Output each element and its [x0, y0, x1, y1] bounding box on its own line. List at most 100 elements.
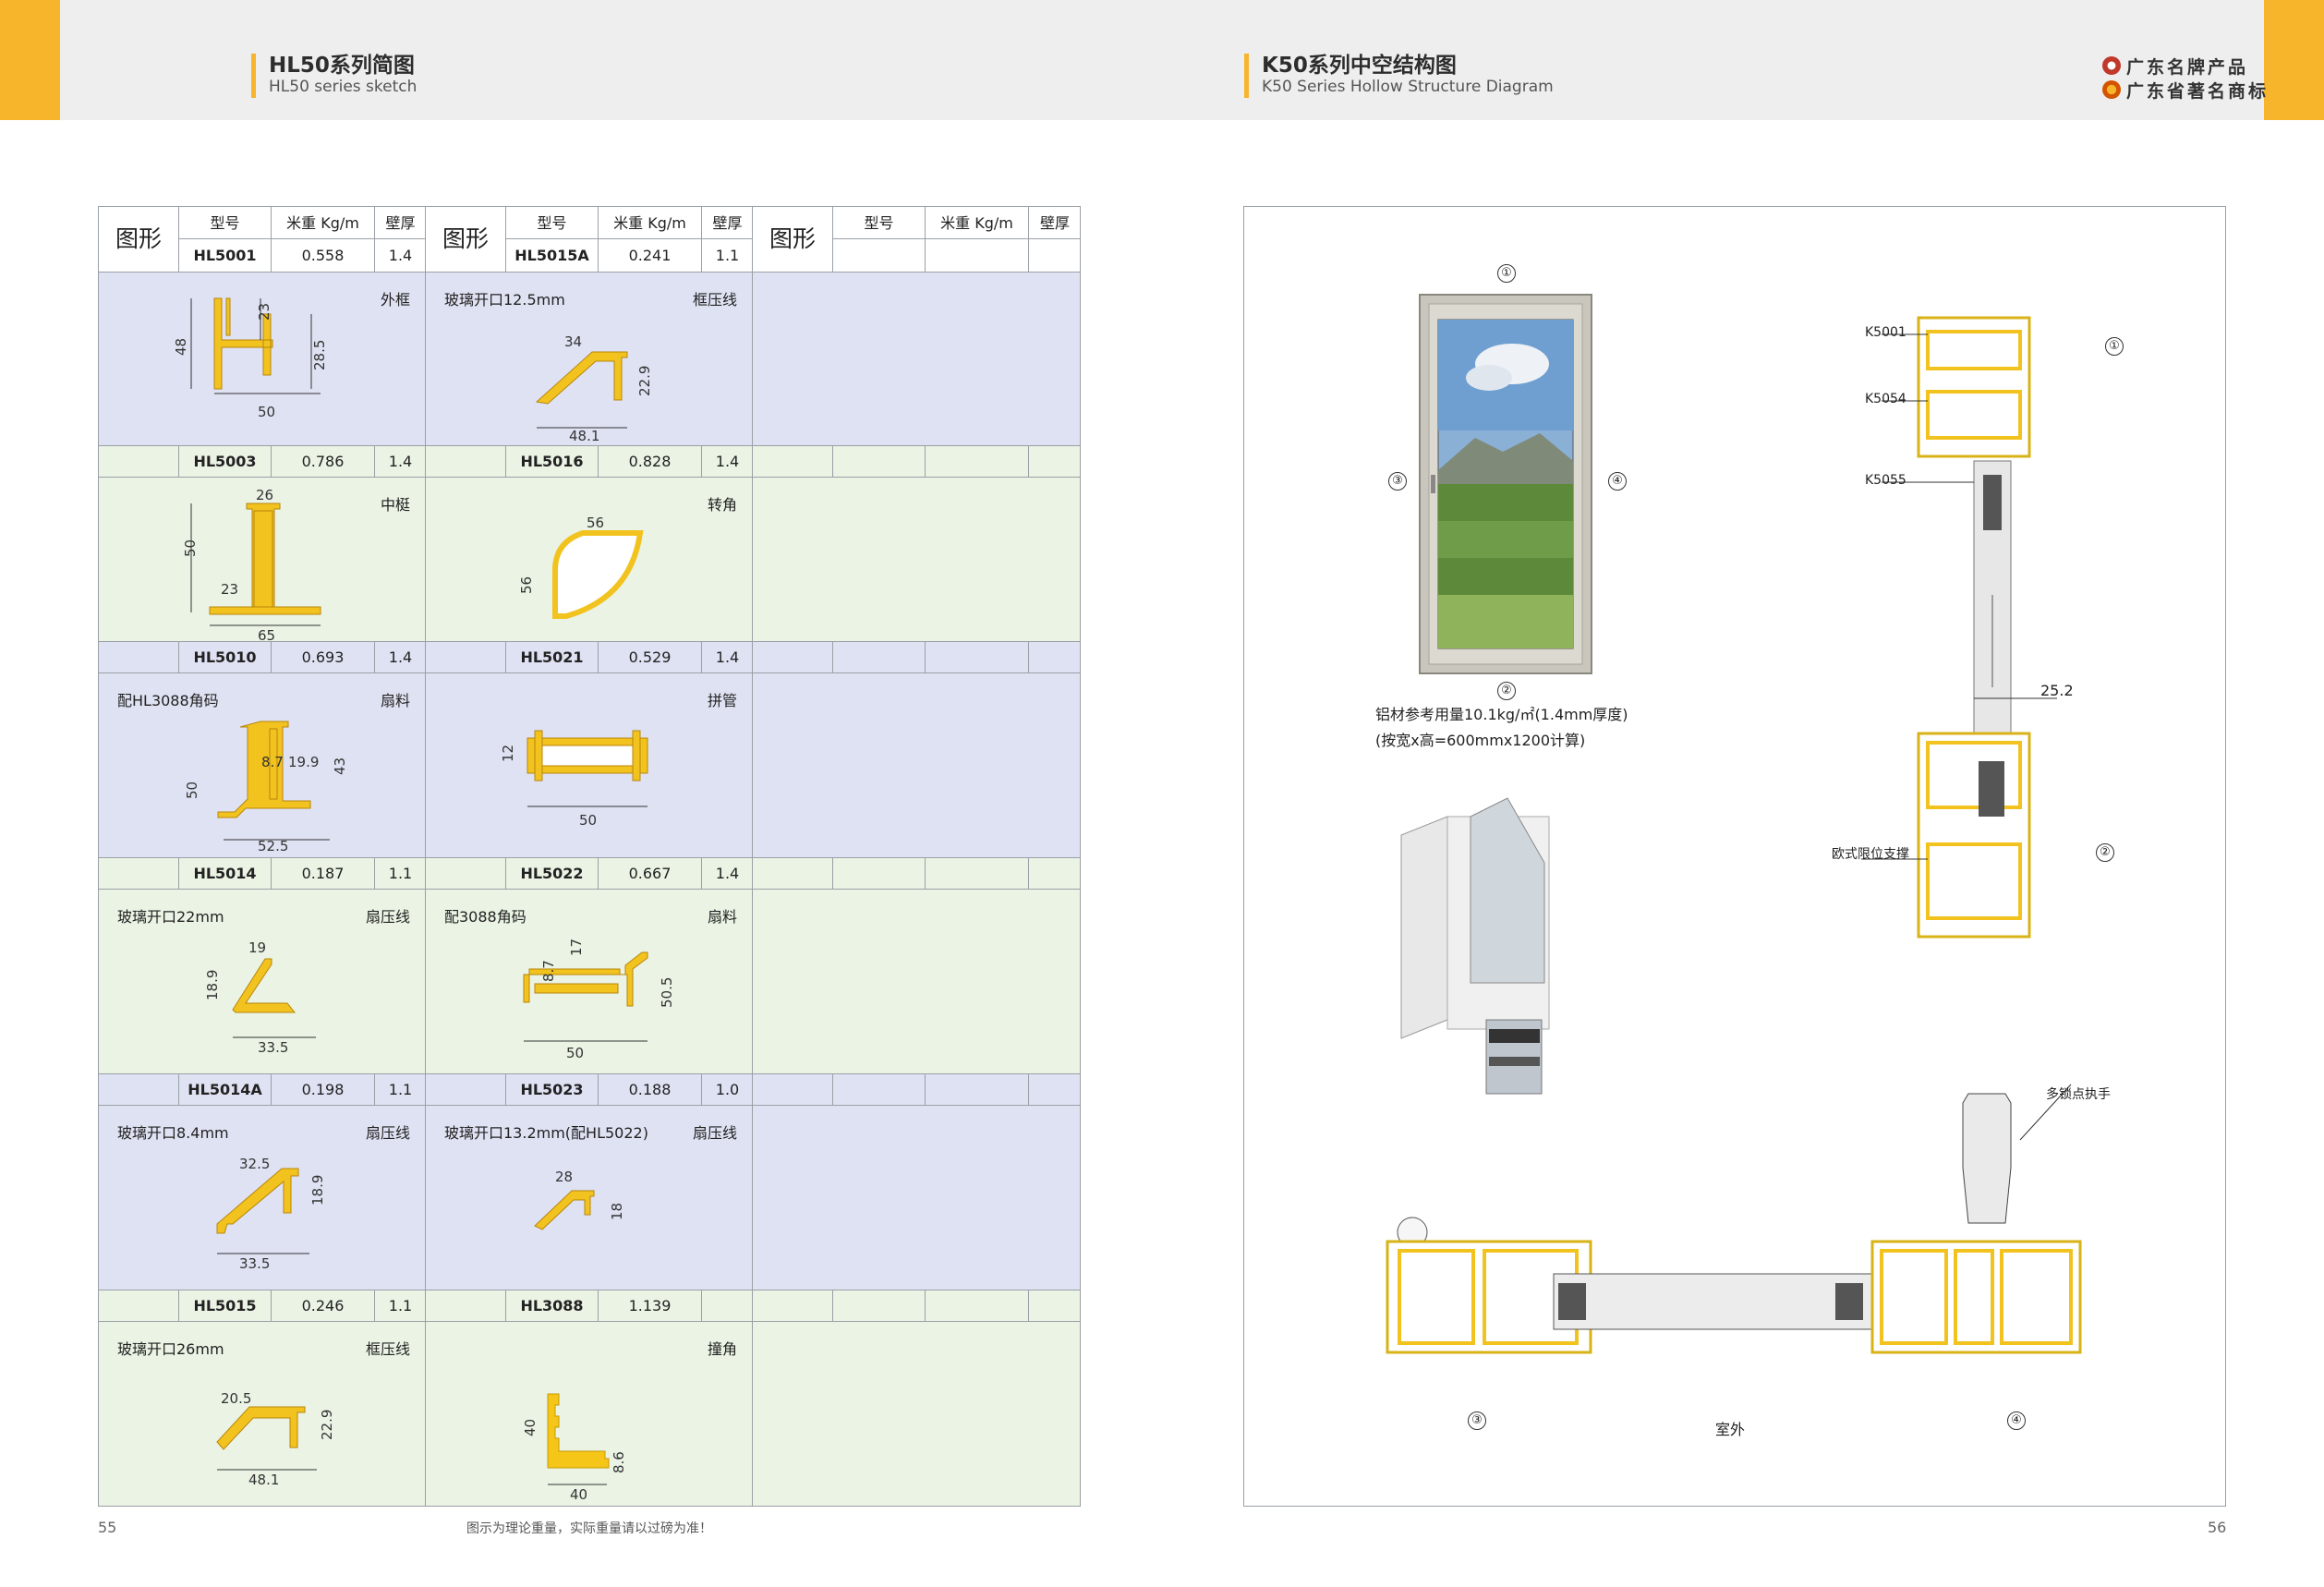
table-row: [752, 642, 1081, 673]
left-subtitle: HL50 series sketch: [269, 78, 418, 96]
shape-header: 图形: [115, 225, 162, 252]
marker-4: ④: [1608, 472, 1627, 491]
hl3088-drawing: 40 8.6 40: [522, 1393, 627, 1503]
table-row: [752, 446, 1081, 478]
left-title: HL50系列简图: [269, 54, 415, 78]
dim-label: 28.5: [311, 340, 328, 370]
profile-note: 玻璃开口12.5mm: [444, 291, 565, 309]
model-cell: HL5014A: [178, 1074, 271, 1106]
profile-note: 玻璃开口13.2mm(配HL5022): [444, 1124, 648, 1142]
weight-cell: 0.786: [271, 446, 374, 478]
dim-label: 20.5: [221, 1390, 251, 1407]
dim-label: 52.5: [258, 838, 288, 854]
right-subtitle: K50 Series Hollow Structure Diagram: [1262, 78, 1554, 96]
profile-type-label: 转角: [707, 496, 737, 514]
profile-cell-hl5022: 配3088角码 扇料 17 8.7 50.5 50: [425, 890, 752, 1074]
dim-label: 50: [182, 539, 199, 557]
empty-cell: [752, 1322, 1081, 1507]
model-cell: HL5015A: [505, 239, 598, 272]
weight-cell: 0.558: [271, 239, 374, 272]
table-row: HL3088 1.139: [425, 1290, 752, 1322]
table-row: HL5023 0.188 1.0: [425, 1074, 752, 1106]
weight-cell: 0.693: [271, 642, 374, 673]
dim-label: 65: [258, 627, 275, 642]
empty-cell: [752, 273, 1081, 446]
page-number-right: 56: [2208, 1519, 2227, 1536]
model-cell: HL5003: [178, 446, 271, 478]
empty-cell: [752, 1106, 1081, 1290]
table-row: HL5022 0.667 1.4: [425, 858, 752, 890]
dim-label: 19.9: [288, 754, 319, 770]
model-cell: HL5015: [178, 1290, 271, 1322]
thickness-cell: [1028, 239, 1081, 272]
model-header: 型号: [505, 207, 598, 239]
weight-cell: 0.246: [271, 1290, 374, 1322]
marker-1: ①: [2105, 337, 2124, 356]
dim-label: 32.5: [239, 1156, 270, 1172]
profile-cell-hl3088: 撞角 40 8.6 40: [425, 1322, 752, 1507]
dim-label: 22.9: [319, 1410, 335, 1440]
dim-label: 23: [256, 303, 272, 321]
dim-label: 17: [568, 939, 585, 956]
dim-label: 50: [579, 812, 597, 829]
right-title: K50系列中空结构图: [1262, 54, 1457, 78]
profile-label-k5055: K5055: [1865, 473, 1906, 488]
weight-cell: 0.241: [598, 239, 701, 272]
profile-type-label: 中梃: [380, 496, 410, 514]
thickness-cell: 1.4: [701, 858, 753, 890]
model-cell: HL5023: [505, 1074, 598, 1106]
weight-header: 米重 Kg/m: [925, 207, 1028, 239]
multipoint-handle-label: 多锁点执手: [2046, 1087, 2111, 1102]
table-row: HL5010 0.693 1.4: [98, 642, 425, 673]
structure-diagram-panel: ① ② ③ ④ ① ② ③ ④ 铝材参考用量10.1kg/㎡(1.4mm厚度) …: [1243, 206, 2226, 1507]
profile-type-label: 撞角: [707, 1340, 737, 1358]
profile-cell-hl5014a: 玻璃开口8.4mm 扇压线 32.5 18.9 33.5: [98, 1106, 425, 1290]
dim-label: 56: [587, 515, 604, 531]
marker-3: ③: [1388, 472, 1407, 491]
dim-label: 50: [184, 781, 200, 799]
left-header: HL50系列简图 HL50 series sketch: [251, 54, 417, 98]
thickness-cell: 1.4: [374, 642, 426, 673]
thickness-cell: 1.4: [701, 446, 753, 478]
profile-type-label: 扇压线: [365, 908, 410, 926]
dim-label: 18.9: [204, 970, 221, 1000]
model-cell: HL5001: [178, 239, 271, 272]
thickness-cell: 1.1: [374, 1074, 426, 1106]
header-band: [0, 0, 2324, 120]
column-header: 图形 型号 米重 Kg/m 壁厚 HL5015A 0.241 1.1: [425, 206, 753, 273]
marker-3: ③: [1468, 1411, 1486, 1430]
trademark-badge-icon: [2101, 80, 2121, 99]
profile-cell-hl5023: 玻璃开口13.2mm(配HL5022) 扇压线 28 18: [425, 1106, 752, 1290]
hl5022-drawing: 17 8.7 50.5 50: [523, 939, 675, 1061]
thickness-cell: 1.1: [374, 1290, 426, 1322]
dim-label: 26: [256, 487, 273, 503]
model-cell: HL5022: [505, 858, 598, 890]
table-column-3: 图形 型号 米重 Kg/m 壁厚: [752, 206, 1081, 1507]
hl5003-drawing: 26 50 23 65: [182, 487, 321, 644]
page-number-left: 55: [98, 1519, 117, 1536]
dim-label: 40: [570, 1486, 587, 1503]
dim-label: 50: [258, 404, 275, 420]
cross-section-drawing: [1400, 797, 1550, 1095]
hl5021-drawing: 12 50: [500, 730, 648, 829]
hl5016-drawing: 56 56: [518, 515, 644, 619]
profile-cell-hl5021: 拼管 12 50: [425, 673, 752, 858]
model-header: 型号: [178, 207, 271, 239]
model-cell: [832, 239, 925, 272]
thickness-cell: 1.0: [701, 1074, 753, 1106]
table-column-2: 图形 型号 米重 Kg/m 壁厚 HL5015A 0.241 1.1 玻璃开口1…: [425, 206, 753, 1507]
thickness-cell: [701, 1290, 753, 1322]
dim-label: 18.9: [309, 1175, 326, 1205]
table-column-1: 图形 型号 米重 Kg/m 壁厚 HL5001 0.558 1.4 外框 48 …: [98, 206, 426, 1507]
profile-cell-hl5015a: 玻璃开口12.5mm 框压线 34 22.9 48.1: [425, 273, 752, 446]
table-row: HL5014A 0.198 1.1: [98, 1074, 425, 1106]
right-accent-tab: [2264, 0, 2324, 120]
dim-label: 50: [566, 1045, 584, 1061]
profile-cell-hl5015: 玻璃开口26mm 框压线 20.5 22.9 48.1: [98, 1322, 425, 1507]
model-cell: HL5016: [505, 446, 598, 478]
usage-calc: (按宽x高=600mmx1200计算): [1375, 732, 1586, 749]
profile-note: 配3088角码: [444, 908, 527, 926]
empty-cell: [752, 673, 1081, 858]
profile-type-label: 扇料: [380, 692, 410, 709]
profile-note: 玻璃开口8.4mm: [117, 1124, 229, 1142]
